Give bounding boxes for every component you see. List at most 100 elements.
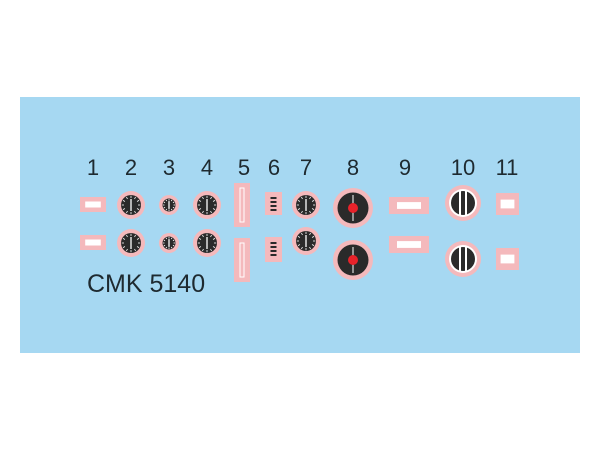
decal-film xyxy=(265,237,282,262)
gauge-tick xyxy=(309,246,311,250)
gauge-tick xyxy=(136,246,140,248)
gauge-tick xyxy=(311,208,315,210)
gauge-tick xyxy=(172,244,175,247)
gauge-tick xyxy=(172,239,175,242)
placard-text-area xyxy=(85,201,101,208)
decal-6 xyxy=(265,237,282,262)
decal-3 xyxy=(159,195,179,215)
gauge-tick xyxy=(170,246,173,249)
gauge-tick xyxy=(311,200,315,202)
placard-text-area xyxy=(85,239,101,246)
product-code: CMK 5140 xyxy=(87,270,205,298)
gauge-tick xyxy=(163,244,166,247)
gauge-tick xyxy=(170,237,173,240)
gauge-tick xyxy=(134,196,136,200)
decal-3 xyxy=(159,233,179,253)
decal-6 xyxy=(265,192,282,215)
item-number-1: 1 xyxy=(87,155,99,180)
item-number-6: 6 xyxy=(268,155,280,180)
gauge-tick xyxy=(301,246,303,250)
compass-bar xyxy=(459,191,461,215)
decal-7 xyxy=(292,191,320,219)
gauge-tick xyxy=(198,200,202,202)
decal-2 xyxy=(117,229,145,257)
gauge-tick xyxy=(165,199,168,202)
decal-10 xyxy=(445,241,481,277)
gauge-tick xyxy=(210,196,212,200)
placard-text-area xyxy=(500,199,515,209)
decal-1 xyxy=(80,197,106,212)
compass-dial-icon xyxy=(451,247,475,271)
gauge-tick xyxy=(165,208,168,211)
gauge-tick xyxy=(172,201,175,204)
gauge-tick xyxy=(202,234,204,238)
gauge-tick xyxy=(122,238,126,240)
gauge-tick xyxy=(165,237,168,240)
decal-9 xyxy=(389,197,429,214)
item-number-9: 9 xyxy=(399,155,411,180)
gauge-tick xyxy=(126,210,128,214)
gauge-tick xyxy=(309,232,311,236)
decal-11 xyxy=(496,193,519,215)
decal-11 xyxy=(496,248,519,270)
item-number-4: 4 xyxy=(201,155,213,180)
gauge-tick xyxy=(212,246,216,248)
decal-5 xyxy=(234,183,250,227)
item-number-8: 8 xyxy=(347,155,359,180)
item-number-2: 2 xyxy=(125,155,137,180)
gauge-tick xyxy=(301,232,303,236)
gauge-tick xyxy=(122,246,126,248)
decal-8 xyxy=(333,188,373,228)
gauge-tick xyxy=(212,200,216,202)
indicator-mark xyxy=(270,205,277,207)
placard-text-area xyxy=(500,254,515,264)
gauge-tick xyxy=(297,208,301,210)
gauge-tick xyxy=(126,234,128,238)
gauge-tick xyxy=(309,196,311,200)
item-number-5: 5 xyxy=(238,155,250,180)
gauge-tick xyxy=(212,208,216,210)
gauge-tick xyxy=(202,210,204,214)
gauge-tick xyxy=(301,196,303,200)
decal-1 xyxy=(80,235,106,250)
item-number-7: 7 xyxy=(300,155,312,180)
gauge-tick xyxy=(163,201,166,204)
gauge-tick xyxy=(309,210,311,214)
gauge-tick xyxy=(163,206,166,209)
gauge-tick xyxy=(172,206,175,209)
gauge-tick xyxy=(311,236,315,238)
indicator-mark xyxy=(270,197,277,199)
indicator-mark xyxy=(270,242,277,244)
gauge-tick xyxy=(212,238,216,240)
indicator-mark xyxy=(270,209,277,211)
decal-film xyxy=(265,192,282,215)
indicator-mark xyxy=(270,201,277,203)
indicator-mark xyxy=(270,250,277,252)
decal-film xyxy=(234,183,250,227)
strip-window xyxy=(239,242,245,278)
gauge-tick xyxy=(311,244,315,246)
strip-window xyxy=(239,187,245,223)
gauge-tick xyxy=(210,248,212,252)
decal-4 xyxy=(193,229,221,257)
decal-7 xyxy=(292,227,320,255)
gauge-tick xyxy=(122,208,126,210)
gauge-tick xyxy=(126,248,128,252)
compass-bar xyxy=(459,247,461,271)
gauge-tick xyxy=(202,248,204,252)
gauge-tick xyxy=(297,236,301,238)
decal-10 xyxy=(445,185,481,221)
gauge-tick xyxy=(136,208,140,210)
gauge-tick xyxy=(134,210,136,214)
gauge-tick xyxy=(202,196,204,200)
decal-8 xyxy=(333,240,373,280)
compass-bar xyxy=(465,191,467,215)
gauge-tick xyxy=(165,246,168,249)
item-number-10: 10 xyxy=(451,155,475,180)
indicator-mark xyxy=(270,246,277,248)
gauge-tick xyxy=(136,238,140,240)
compass-bar xyxy=(465,247,467,271)
item-number-3: 3 xyxy=(163,155,175,180)
clock-center-dot xyxy=(348,203,358,213)
